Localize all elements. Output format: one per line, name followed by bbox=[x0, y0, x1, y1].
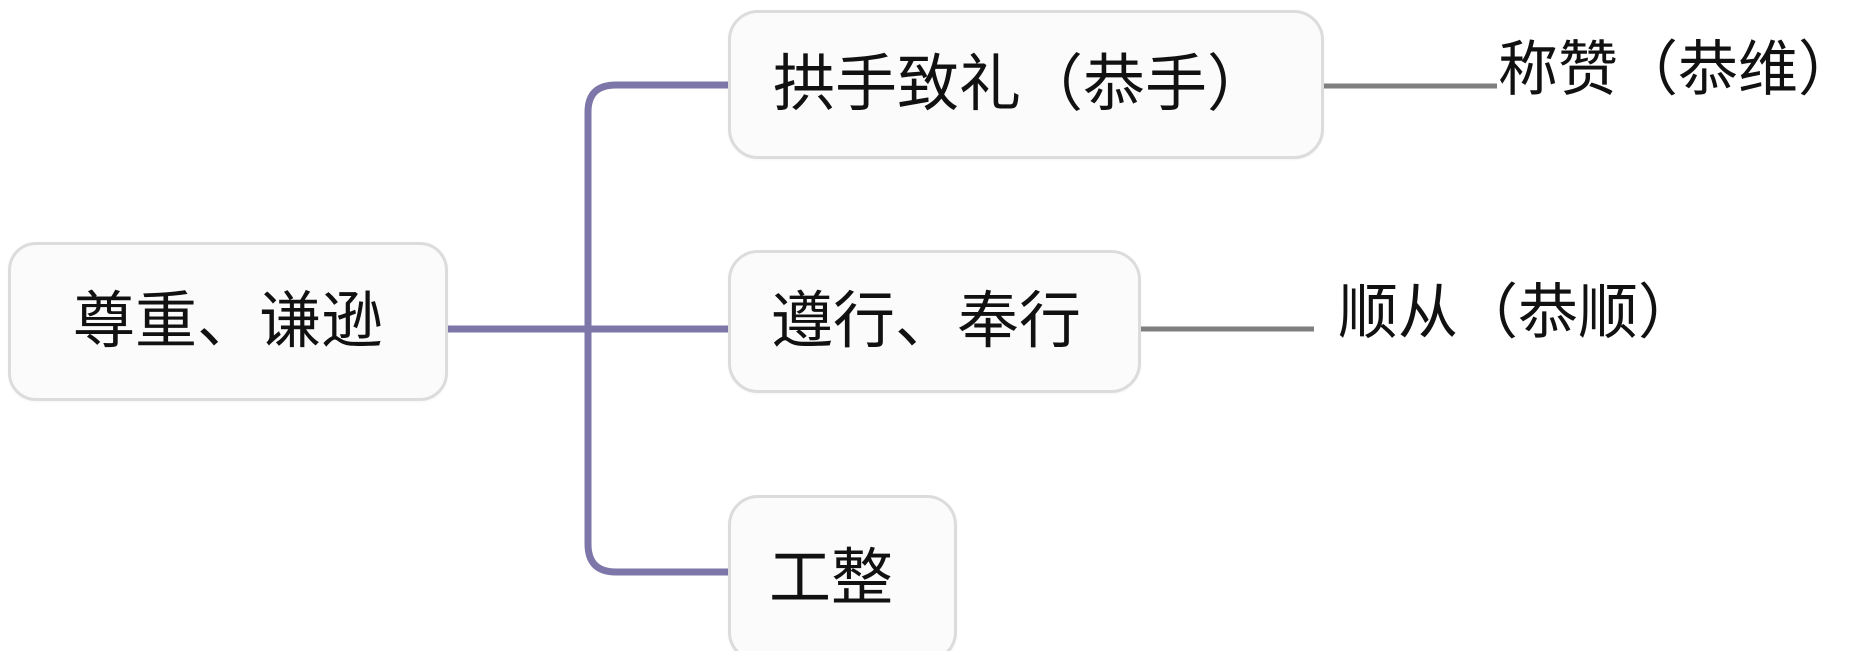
node-root-label: 尊重、谦逊 bbox=[72, 286, 383, 356]
edge-trunk-to-child-1 bbox=[584, 81, 730, 329]
node-child-2-label: 遵行、奉行 bbox=[771, 286, 1082, 356]
mindmap-node-child-1[interactable]: 拱手致礼（恭手） bbox=[728, 10, 1324, 159]
node-child-3-label: 工整 bbox=[769, 543, 894, 613]
mindmap-node-child-3[interactable]: 工整 bbox=[728, 495, 957, 651]
node-child-1-label: 拱手致礼（恭手） bbox=[773, 49, 1270, 119]
mindmap-node-root[interactable]: 尊重、谦逊 bbox=[8, 242, 448, 401]
mindmap-leaf-label-2[interactable]: 顺从（恭顺） bbox=[1338, 279, 1698, 346]
edge-trunk-to-child-3 bbox=[584, 329, 730, 576]
mindmap-node-child-2[interactable]: 遵行、奉行 bbox=[728, 250, 1141, 393]
mindmap-leaf-label-1[interactable]: 称赞（恭维） bbox=[1498, 36, 1851, 103]
